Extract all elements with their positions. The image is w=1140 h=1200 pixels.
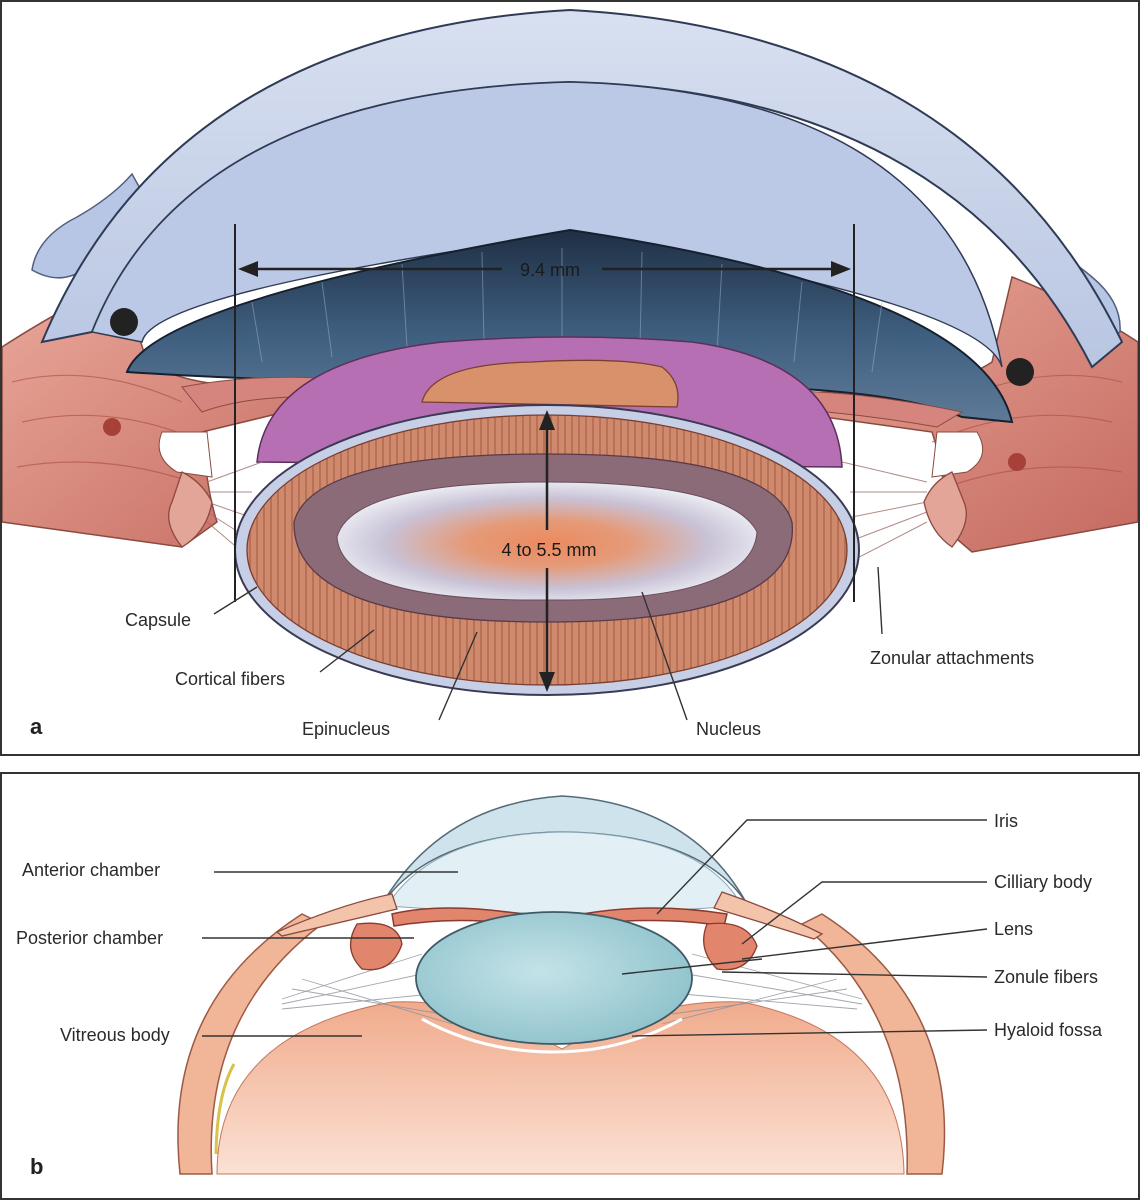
capsule-leader [213, 586, 258, 615]
label-epinucleus: Epinucleus [302, 719, 390, 739]
label-anterior-chamber: Anterior chamber [22, 860, 160, 880]
nucleus-leader [641, 591, 688, 721]
thickness-measure-label: 4 to 5.5 mm [501, 540, 596, 560]
lens-cross-section-diagram: 9.4 mm 4 to 5.5 mm Capsule Cortical fibe… [2, 8, 1138, 739]
width-arrow-head-right [831, 261, 851, 277]
label-iris: Iris [994, 811, 1018, 831]
label-zonule-fibers: Zonule fibers [994, 967, 1098, 987]
lens-b [415, 911, 693, 1045]
zonular-leader [877, 566, 883, 635]
right-scleral-wing [713, 891, 824, 940]
panel-a-letter: a [30, 714, 43, 739]
left-pocket [158, 431, 213, 478]
thickness-arrow-head-bottom [539, 672, 555, 692]
cilliary-body-leader [741, 881, 987, 945]
panel-b: Anterior chamber Posterior chamber Vitre… [0, 772, 1140, 1200]
label-posterior-chamber: Posterior chamber [16, 928, 163, 948]
thickness-arrow-head-top [539, 410, 555, 430]
width-measure-label: 9.4 mm [520, 260, 580, 280]
anterior-lens-nucleus-cap [421, 359, 679, 408]
label-cortical-fibers: Cortical fibers [175, 669, 285, 689]
lens-leader [741, 928, 988, 960]
vitreous-body [216, 1001, 905, 1175]
iris-leader [656, 819, 987, 915]
retina-left [214, 1063, 236, 1155]
iris-texture [251, 248, 883, 373]
panel-b-letter: b [30, 1154, 43, 1179]
epinucleus-leader [438, 631, 478, 721]
right-ciliary-process [923, 471, 967, 548]
width-arrow-head-left [238, 261, 258, 277]
left-vessel [103, 418, 121, 436]
panel-a: 9.4 mm 4 to 5.5 mm Capsule Cortical fibe… [0, 0, 1140, 756]
label-vitreous-body: Vitreous body [60, 1025, 170, 1045]
label-nucleus: Nucleus [696, 719, 761, 739]
left-schlemm-canal [110, 308, 138, 336]
right-vessel [1008, 453, 1026, 471]
label-capsule: Capsule [125, 610, 191, 630]
label-lens: Lens [994, 919, 1033, 939]
left-ciliary-process [168, 471, 213, 548]
label-cilliary-body: Cilliary body [994, 872, 1092, 892]
zonule-fibers-b [281, 953, 863, 1025]
right-pocket [931, 431, 984, 478]
ciliary-body-left [350, 922, 403, 971]
zonule-fibers-leader [721, 971, 988, 978]
label-hyaloid-fossa: Hyaloid fossa [994, 1020, 1103, 1040]
left-scleral-wing [275, 893, 398, 937]
eye-anatomy-diagram: Anterior chamber Posterior chamber Vitre… [16, 795, 1103, 1179]
right-schlemm-canal [1006, 358, 1034, 386]
label-zonular-attachments: Zonular attachments [870, 648, 1034, 668]
lens-inner-leader [621, 958, 763, 975]
hyaloid-fossa-leader [631, 1029, 988, 1037]
cortical-fibers-leader [319, 629, 375, 673]
